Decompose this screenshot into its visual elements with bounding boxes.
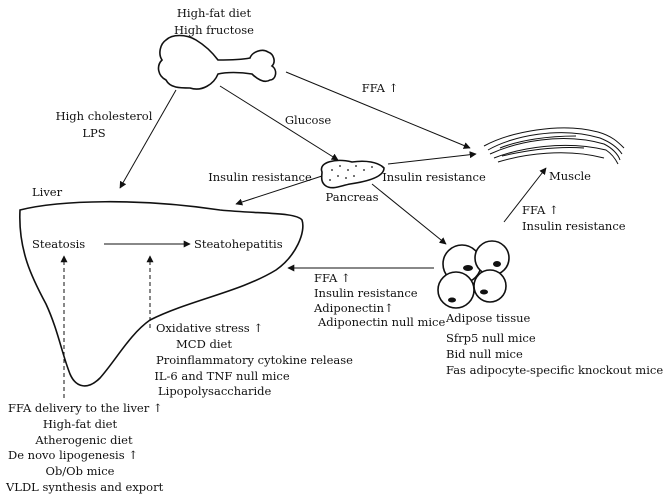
liver-label: Liver xyxy=(32,185,63,199)
intestine-shape xyxy=(157,34,277,90)
arrow-gut-to-muscle xyxy=(285,71,471,149)
arrow-gut-to-liver xyxy=(119,89,177,189)
diet-top-line1: High-fat diet xyxy=(177,6,252,20)
gut-liver-line2: LPS xyxy=(82,126,105,140)
pancreas-label: Pancreas xyxy=(326,190,379,204)
dashed-arrows xyxy=(60,255,154,398)
gut-liver-line1: High cholesterol xyxy=(56,109,153,123)
labels: High-fat diet High fructose High cholest… xyxy=(5,6,663,494)
steatohepatitis-factor-5: Lipopolysaccharide xyxy=(158,384,271,398)
adipose-liver-line4: Adiponectin null mice xyxy=(317,315,445,329)
steatosis-factor-2: High-fat diet xyxy=(43,417,118,431)
gut-muscle-label: FFA ↑ xyxy=(362,81,399,95)
pancreas-liver-label: Insulin resistance xyxy=(208,170,312,184)
adipose-muscle-line1: FFA ↑ xyxy=(522,203,559,217)
arrow-gut-to-pancreas xyxy=(219,85,339,161)
steatohepatitis-factor-3: Proinflammatory cytokine release xyxy=(156,353,353,367)
diet-top-line2: High fructose xyxy=(174,23,254,37)
steatohepatitis-label: Steatohepatitis xyxy=(194,237,283,251)
steatosis-factor-4: De novo lipogenesis ↑ xyxy=(8,448,138,462)
arrow-adipose-to-muscle xyxy=(503,167,547,223)
adipose-model-3: Fas adipocyte-specific knockout mice xyxy=(446,363,663,377)
arrow-pancreas-to-muscle xyxy=(387,151,477,165)
glucose-label: Glucose xyxy=(285,113,332,127)
steatosis-factor-5: Ob/Ob mice xyxy=(46,464,115,478)
adipose-label: Adipose tissue xyxy=(445,311,531,325)
adipose-model-2: Bid null mice xyxy=(446,347,523,361)
adipose-cells xyxy=(437,240,510,309)
steatohepatitis-factor-2: MCD diet xyxy=(176,337,232,351)
steatosis-factor-3: Atherogenic diet xyxy=(34,433,133,447)
adipose-liver-line3: Adiponectin↑ xyxy=(313,301,394,315)
muscle-fibers xyxy=(483,127,625,165)
adipose-liver-line1: FFA ↑ xyxy=(314,271,351,285)
pancreas-muscle-label: Insulin resistance xyxy=(382,170,486,184)
steatohepatitis-factor-4: IL-6 and TNF null mice xyxy=(154,369,290,383)
steatosis-factor-1: FFA delivery to the liver ↑ xyxy=(8,401,163,415)
adipose-model-1: Sfrp5 null mice xyxy=(446,331,536,345)
adipose-muscle-line2: Insulin resistance xyxy=(522,219,626,233)
liver-shape xyxy=(19,200,304,387)
arrows xyxy=(104,71,547,272)
steatohepatitis-factor-1: Oxidative stress ↑ xyxy=(156,321,263,335)
muscle-label: Muscle xyxy=(549,169,591,183)
pancreas-shape xyxy=(320,159,385,189)
adipose-liver-line2: Insulin resistance xyxy=(314,286,418,300)
steatosis-label: Steatosis xyxy=(32,237,85,251)
arrow-pancreas-to-liver xyxy=(235,175,323,206)
arrow-pancreas-to-adipose xyxy=(371,183,447,245)
steatosis-factor-6: VLDL synthesis and export xyxy=(5,480,164,494)
